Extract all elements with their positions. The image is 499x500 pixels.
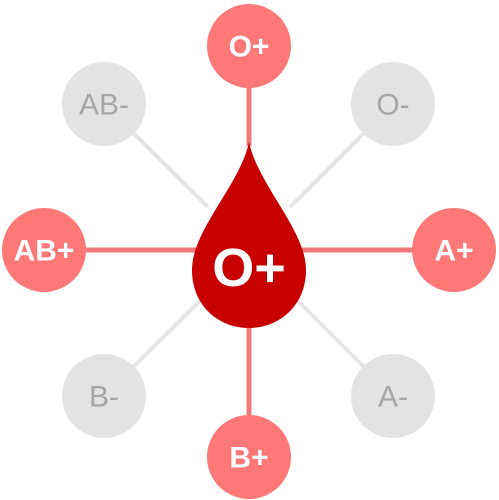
blood-type-nodes: O+ O- A+ A- B+ B- AB+ AB-	[2, 4, 496, 499]
node-label-ab-plus: AB+	[14, 235, 75, 268]
node-label-a-plus: A+	[434, 235, 473, 268]
node-circle-o-plus	[207, 4, 291, 88]
node-circle-o-minus	[351, 62, 435, 146]
node-a-minus[interactable]: A-	[351, 354, 435, 438]
node-ab-minus[interactable]: AB-	[62, 62, 146, 146]
node-a-plus[interactable]: A+	[412, 208, 496, 292]
node-label-b-minus: B-	[89, 381, 119, 414]
node-o-plus[interactable]: O+	[207, 4, 291, 88]
node-label-b-plus: B+	[229, 442, 268, 475]
node-circle-a-minus	[351, 354, 435, 438]
center-blood-type-label: O+	[212, 238, 286, 298]
blood-drop-icon	[192, 142, 306, 328]
blood-drop: O+	[192, 142, 306, 328]
node-circle-b-plus	[207, 415, 291, 499]
node-label-ab-minus: AB-	[79, 89, 129, 122]
node-label-o-minus: O-	[376, 89, 409, 122]
node-label-a-minus: A-	[378, 381, 408, 414]
node-b-minus[interactable]: B-	[62, 354, 146, 438]
node-b-plus[interactable]: B+	[207, 415, 291, 499]
node-ab-plus[interactable]: AB+	[2, 208, 86, 292]
node-circle-a-plus	[412, 208, 496, 292]
node-circle-ab-minus	[62, 62, 146, 146]
node-circle-b-minus	[62, 354, 146, 438]
node-label-o-plus: O+	[229, 31, 270, 64]
node-o-minus[interactable]: O-	[351, 62, 435, 146]
node-circle-ab-plus	[2, 208, 86, 292]
